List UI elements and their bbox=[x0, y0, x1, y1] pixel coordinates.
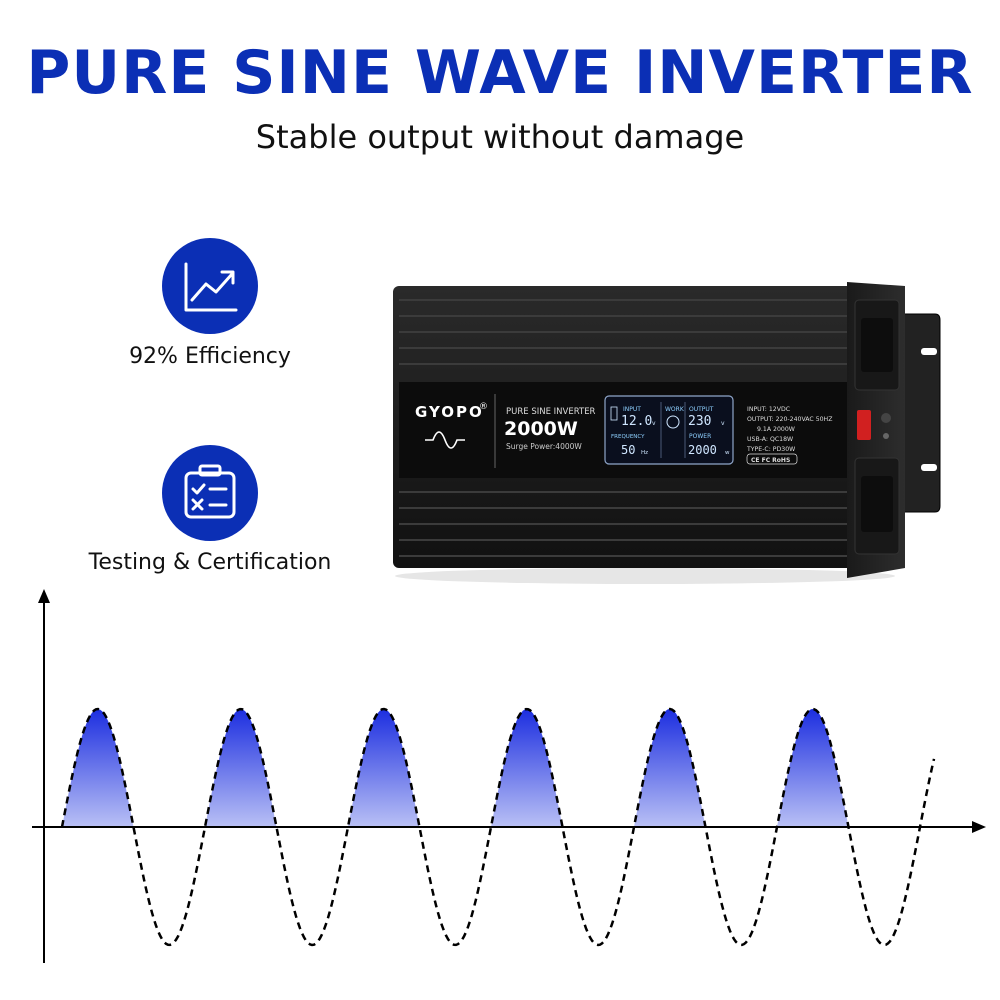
registered-mark: ® bbox=[479, 402, 488, 412]
lcd-power-label: POWER bbox=[689, 433, 711, 440]
checklist-clipboard-icon bbox=[184, 464, 236, 519]
spec-line: 9.1A 2000W bbox=[757, 426, 795, 433]
product-type-label: PURE SINE INVERTER bbox=[506, 407, 596, 417]
page-title: PURE SINE WAVE INVERTER bbox=[26, 38, 974, 108]
growth-chart-icon bbox=[184, 262, 238, 312]
lcd-input-value: 12.0 bbox=[621, 414, 652, 429]
battery-icon bbox=[610, 406, 618, 421]
brand-logo: GYOPO bbox=[415, 403, 484, 421]
spec-line: TYPE-C: PD30W bbox=[746, 446, 795, 453]
y-axis-arrow bbox=[38, 589, 50, 603]
lcd-frequency-value: 50 bbox=[621, 443, 635, 457]
spec-line: USB-A: QC18W bbox=[747, 436, 793, 443]
sine-wave-curve bbox=[60, 707, 936, 947]
efficiency-label: 92% Efficiency bbox=[129, 344, 291, 369]
power-rating: 2000W bbox=[504, 418, 578, 440]
positive-half-cycle-fill bbox=[777, 709, 849, 827]
sine-logo-icon bbox=[425, 431, 465, 449]
sine-wave-illustration bbox=[32, 589, 986, 963]
lcd-output-label: OUTPUT bbox=[689, 406, 714, 413]
positive-half-cycle-fill bbox=[634, 709, 706, 827]
surge-power: Surge Power:4000W bbox=[506, 442, 582, 451]
positive-half-cycle-fill bbox=[62, 709, 134, 827]
lcd-power-value: 2000 bbox=[688, 443, 717, 457]
wave-fill-group bbox=[62, 709, 849, 827]
lcd-frequency-label: FREQUENCY bbox=[611, 434, 645, 440]
spec-list: INPUT: 12VDC OUTPUT: 220-240VAC 50HZ 9.1… bbox=[746, 406, 832, 453]
lcd-input-label: INPUT bbox=[623, 406, 641, 413]
lcd-display: INPUT 12.0 v WORK OUTPUT 230 v FREQUENCY… bbox=[604, 395, 734, 465]
certification-badge bbox=[162, 445, 258, 541]
work-status-icon bbox=[666, 415, 680, 429]
lcd-output-unit: v bbox=[721, 420, 725, 427]
lcd-power-unit: w bbox=[725, 450, 730, 456]
positive-half-cycle-fill bbox=[348, 709, 420, 827]
positive-half-cycle-fill bbox=[205, 709, 277, 827]
lcd-work-label: WORK bbox=[665, 406, 685, 413]
lcd-frequency-unit: Hz bbox=[641, 450, 648, 456]
lcd-output-value: 230 bbox=[688, 414, 711, 429]
page-subtitle: Stable output without damage bbox=[255, 118, 745, 156]
lcd-input-unit: v bbox=[652, 420, 656, 427]
inverter-product-image: GYOPO ® PURE SINE INVERTER 2000W Surge P… bbox=[393, 282, 941, 584]
spec-line: INPUT: 12VDC bbox=[747, 406, 790, 413]
cert-marks: CE FC RoHS bbox=[751, 457, 790, 464]
certification-label: Testing & Certification bbox=[88, 550, 332, 575]
x-axis-arrow bbox=[972, 821, 986, 833]
spec-line: OUTPUT: 220-240VAC 50HZ bbox=[747, 416, 832, 423]
positive-half-cycle-fill bbox=[491, 709, 563, 827]
efficiency-badge bbox=[162, 238, 258, 334]
